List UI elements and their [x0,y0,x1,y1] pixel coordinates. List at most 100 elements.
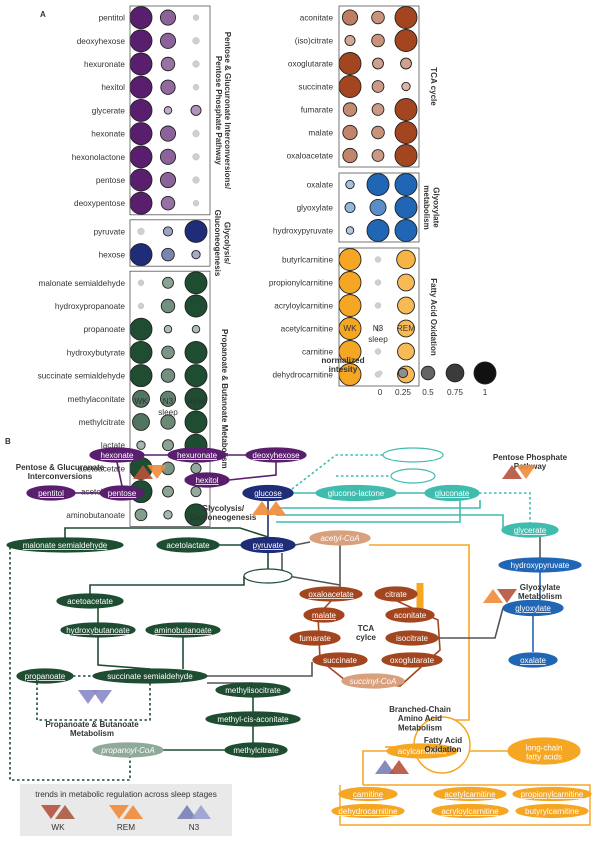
pathway-line [116,461,123,487]
node-shape [224,742,288,758]
dot-mark [184,410,208,434]
row-label: pentose [96,176,126,185]
row-label: hydroxypyruvate [273,227,334,236]
group-label: Pentose & Glucuronate Interconversions/P… [214,32,232,190]
pathway-line [64,527,269,538]
pathway-line [276,500,481,509]
dot-mark [374,279,382,286]
dot-mark [366,219,390,242]
metabolite-node-propanoate: propanoate [16,668,74,684]
column-label-right: N3 [373,324,384,333]
metabolite-node-glucose: glucose [242,484,294,502]
row-label: pyruvate [94,227,126,236]
metabolite-node-aconitate: aconitate [385,607,435,623]
dot-mark [129,98,153,122]
pathway-line [97,637,151,670]
row-label: hexitol [101,83,125,92]
node-label: glucose [254,489,282,498]
row-label: hexuronate [84,60,125,69]
x-axis-label-right: sleep [368,335,388,344]
dot-mark [338,271,362,294]
node-label: oxalate [520,656,546,665]
legend-label: 0.25 [395,388,411,397]
group-label-line: Glycolysis/ [222,222,231,265]
node-shape [303,607,345,623]
node-shape [341,673,405,689]
pathway-label-line: Interconversions [28,472,93,481]
metabolite-node-hydroxypyruvate: hydroxypyruvate [498,557,582,573]
node-label: malate [312,611,337,620]
dot-mark [192,200,200,207]
trend-arrows-acylcarnitine [375,760,409,774]
node-shape [386,743,458,759]
dot-group: aconitate(iso)citrateoxoglutaratesuccina… [287,5,438,168]
node-shape [431,803,509,819]
row-label: glycerate [92,106,126,115]
node-label: pyruvate [253,541,284,550]
dot-mark [345,226,355,235]
node-label: dehydrocarnitine [338,807,398,816]
node-label: acylcarnitines [398,747,446,756]
dot-mark [129,145,153,169]
pathway-label-line: Metabolism [70,729,114,738]
node-label: lactate [256,572,280,581]
dot-mark [129,168,153,192]
row-label: succinate semialdehyde [38,372,126,381]
dot-mark [184,271,208,295]
node-label: glyoxylate [515,604,551,613]
trend-legend-label: N3 [189,823,200,832]
node-label: isocitrate [396,634,429,643]
dot-mark [137,227,145,235]
metabolite-node-carnitine: carnitine [338,786,398,802]
dot-mark [342,124,358,141]
trend-arrows-ppp [502,465,536,479]
metabolite-node-acetylcarnitine: acetylcarnitine [433,786,507,802]
dot-group: butyrlcarnitinepropionylcarnitineacryloy… [269,247,438,387]
dot-mark [162,276,174,289]
node-label: acetyl-CoA [320,534,359,543]
dot-mark [132,389,150,408]
dot-mark [338,248,362,271]
dot-mark [159,148,177,165]
row-label: (iso)citrate [295,37,334,46]
pathway-label-line: Glycolysis/ [202,504,245,513]
dot-mark [184,387,208,411]
node-label: fumarate [299,634,331,643]
metabolite-node-hydroxybutanoate: hydroxybutanoate [60,622,136,638]
trend-legend-label: WK [51,823,65,832]
row-label: lactate [101,441,126,450]
trend-arrow [516,465,536,479]
legend-label: 0.5 [422,388,434,397]
pathway-line [36,683,151,721]
dot-mark [394,196,418,219]
dot-mark [163,324,173,334]
dot-mark [163,106,173,115]
row-label: aminobutanoate [66,511,125,520]
node-label: carnitine [353,790,384,799]
dot-mark [192,60,200,68]
dot-mark [344,201,356,213]
dot-mark [400,57,412,70]
dot-mark [342,147,358,164]
node-shape [508,652,558,668]
dot-mark [160,79,176,95]
node-label: gluconate [435,489,470,498]
node-shape [385,607,435,623]
dot-mark [394,98,418,121]
node-shape [309,530,371,546]
node-shape [245,447,307,463]
trend-arrow [191,805,211,819]
dot-mark [184,219,208,243]
metabolite-node-deoxyhexose: deoxyhexose [245,447,307,463]
dot-mark [190,462,202,474]
node-shape [502,599,564,617]
dot-mark [374,348,382,355]
